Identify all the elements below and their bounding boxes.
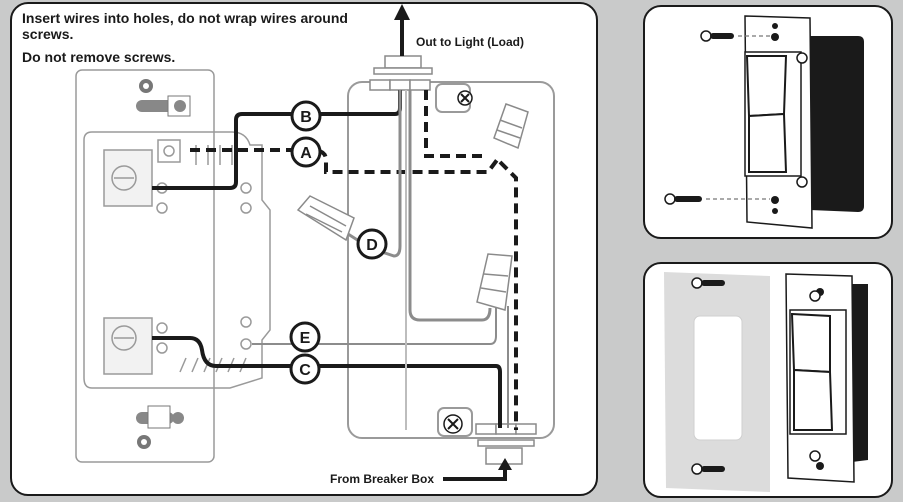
- strap-screws: [136, 79, 191, 449]
- svg-text:D: D: [366, 237, 378, 254]
- callout-e: E: [289, 321, 321, 353]
- wire-neutral-load: [424, 90, 488, 158]
- instruction-do-not-remove-screws: Do not remove screws.: [22, 49, 176, 65]
- instruction-insert-wires: Insert wires into holes, do not wrap wir…: [22, 10, 348, 42]
- box-outline: [347, 81, 555, 439]
- switch-box-back: [804, 36, 864, 212]
- switch-box-side: [852, 284, 868, 462]
- ground-screw-top: [457, 90, 473, 106]
- wire-to-middle-nut: [408, 90, 492, 322]
- cable-clamp-bottom: [475, 423, 537, 465]
- wire-neutral-a: [190, 148, 502, 174]
- electrical-box: [347, 81, 555, 439]
- mount-switch-illustration: [664, 15, 864, 229]
- arrow-out-to-light: [394, 4, 410, 56]
- plate-screw-top: [691, 277, 725, 289]
- svg-text:E: E: [300, 330, 311, 347]
- screw-top: [700, 30, 770, 42]
- label-out-to-light: Out to Light (Load): [416, 35, 524, 49]
- wall-plate-opening: [693, 315, 743, 441]
- wire-nut-middle: [476, 253, 513, 311]
- switch-mounting-strap: [75, 69, 215, 463]
- wire-neutral-line: [498, 160, 518, 430]
- wire-nut-top: [493, 103, 529, 150]
- callout-c: C: [289, 353, 321, 385]
- neutral-terminal: [157, 139, 181, 163]
- terminal-screw-bottom: [111, 325, 137, 351]
- terminal-screw-top: [111, 165, 137, 191]
- arrow-from-breaker: [443, 458, 512, 481]
- wire-ground-d: [347, 90, 402, 258]
- ground-screw-bottom: [443, 414, 463, 434]
- screw-bottom: [664, 193, 770, 205]
- rocker-top: [745, 55, 788, 118]
- cable-clamp-top: [369, 55, 433, 91]
- callout-a: A: [290, 136, 322, 168]
- wires: [152, 90, 518, 430]
- svg-text:B: B: [300, 109, 312, 126]
- wall-plate-illustration: [664, 272, 868, 492]
- switch-device: [75, 69, 271, 463]
- plate-screw-bottom: [691, 463, 725, 475]
- wire-traveler-e: [252, 308, 497, 345]
- callout-d: D: [356, 228, 388, 260]
- callout-b: B: [290, 100, 322, 132]
- svg-text:C: C: [299, 362, 311, 379]
- wire-line-c: [152, 336, 502, 428]
- svg-text:A: A: [300, 145, 312, 162]
- label-from-breaker-box: From Breaker Box: [330, 472, 435, 486]
- wire-nut-ground: [296, 195, 355, 242]
- rocker-bottom: [748, 112, 788, 173]
- switch-body: [83, 131, 271, 389]
